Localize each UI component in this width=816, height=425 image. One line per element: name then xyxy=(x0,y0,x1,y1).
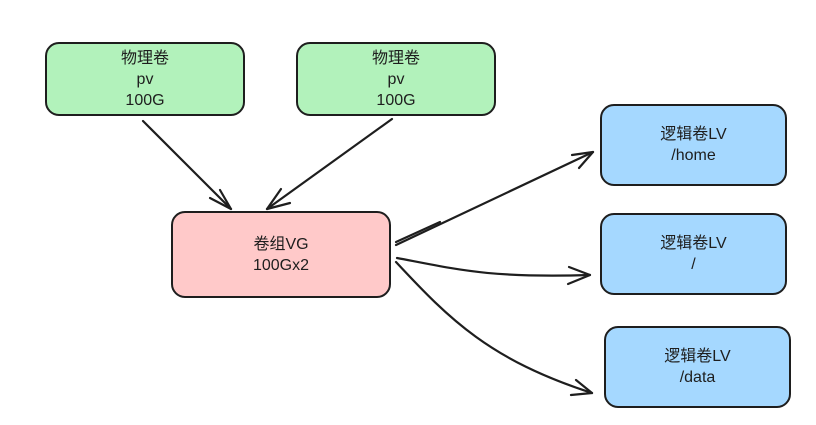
edge-pv1-vg xyxy=(141,119,233,211)
edge-vg-lv-data xyxy=(394,260,594,397)
node-mount: /data xyxy=(679,369,716,386)
logical-volume-node-root[interactable]: 逻辑卷LV / xyxy=(600,213,787,295)
node-title: 逻辑卷LV xyxy=(660,126,727,143)
edge-vg-lv-root xyxy=(395,256,592,286)
logical-volume-node-data[interactable]: 逻辑卷LV /data xyxy=(604,326,791,408)
node-title: 逻辑卷LV xyxy=(664,348,731,365)
node-title: 物理卷 xyxy=(371,49,420,67)
node-name: pv xyxy=(387,70,405,88)
node-name: pv xyxy=(136,70,154,88)
logical-volume-node-home[interactable]: 逻辑卷LV /home xyxy=(600,104,787,186)
node-size: 100Gx2 xyxy=(252,256,310,274)
node-title: 逻辑卷LV xyxy=(660,235,727,252)
node-mount: /home xyxy=(671,147,716,164)
volume-group-node[interactable]: 卷组VG 100Gx2 xyxy=(171,211,391,298)
edge-vg-lv-home xyxy=(394,150,595,247)
node-title: 物理卷 xyxy=(120,49,169,67)
node-size: 100G xyxy=(125,91,165,109)
node-title: 卷组VG xyxy=(253,235,309,253)
edge-pv2-vg xyxy=(265,117,394,211)
physical-volume-node-1[interactable]: 物理卷 pv 100G xyxy=(45,42,245,116)
node-mount: / xyxy=(691,256,696,273)
node-size: 100G xyxy=(376,91,416,109)
physical-volume-node-2[interactable]: 物理卷 pv 100G xyxy=(296,42,496,116)
